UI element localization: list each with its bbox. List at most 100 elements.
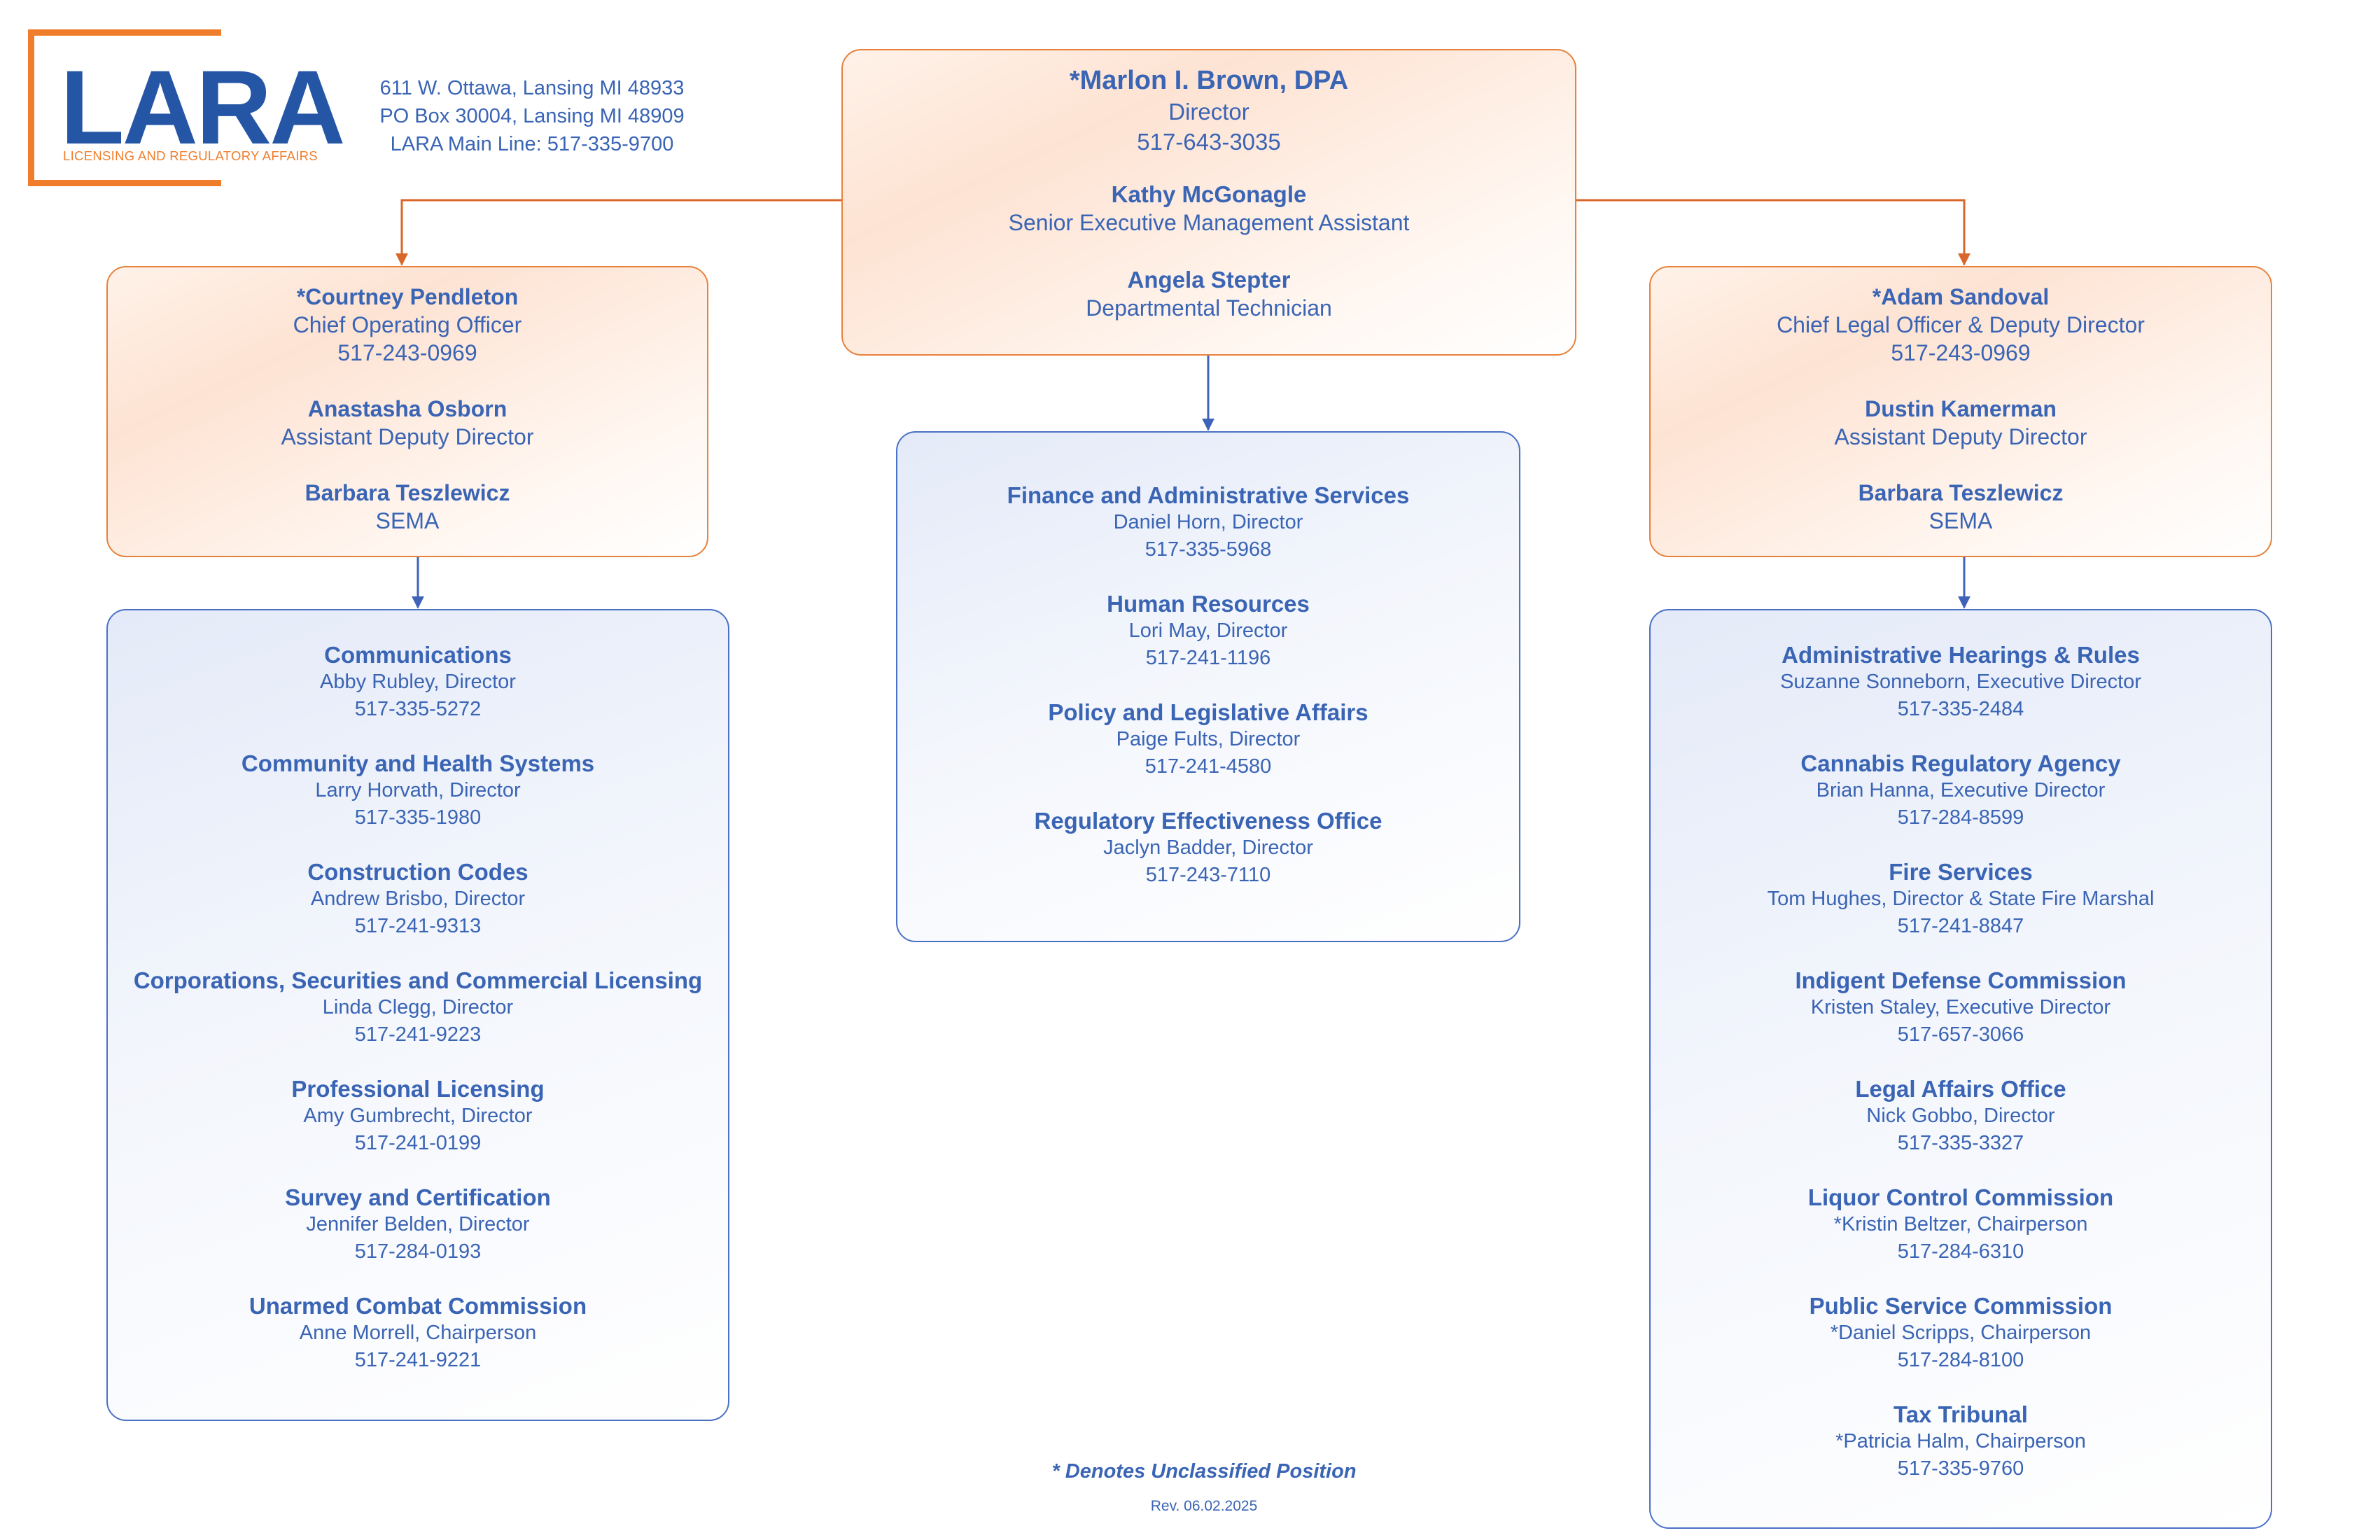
dept-head: *Patricia Halm, Chairperson bbox=[1835, 1430, 2086, 1452]
dept-head: Abby Rubley, Director bbox=[320, 671, 516, 693]
technician-title: Departmental Technician bbox=[1086, 295, 1332, 321]
dept-phone: 517-284-6310 bbox=[1897, 1240, 2024, 1263]
dept-entry: Administrative Hearings & Rules Suzanne … bbox=[1651, 641, 2271, 723]
assistant-title: Senior Executive Management Assistant bbox=[1008, 210, 1410, 235]
dept-head: Kristen Staley, Executive Director bbox=[1810, 996, 2111, 1018]
coo-box: *Courtney Pendleton Chief Operating Offi… bbox=[106, 266, 708, 557]
dept-phone: 517-284-8100 bbox=[1897, 1349, 2024, 1371]
left-departments-box: Communications Abby Rubley, Director 517… bbox=[106, 609, 729, 1421]
dept-phone: 517-241-9221 bbox=[354, 1349, 482, 1371]
dept-head: Daniel Horn, Director bbox=[1113, 511, 1303, 533]
address-block: 611 W. Ottawa, Lansing MI 48933 PO Box 3… bbox=[364, 74, 700, 158]
coo-phone: 517-243-0969 bbox=[337, 340, 477, 365]
dept-phone: 517-335-5272 bbox=[354, 698, 482, 720]
dept-name: Public Service Commission bbox=[1809, 1293, 2113, 1319]
dept-entry: Policy and Legislative Affairs Paige Ful… bbox=[897, 699, 1519, 780]
dept-head: Suzanne Sonneborn, Executive Director bbox=[1780, 671, 2141, 693]
address-line-1: 611 W. Ottawa, Lansing MI 48933 bbox=[379, 77, 685, 99]
unclassified-footnote: * Denotes Unclassified Position bbox=[1051, 1460, 1357, 1483]
right-departments-box: Administrative Hearings & Rules Suzanne … bbox=[1649, 609, 2272, 1529]
dept-head: Paige Fults, Director bbox=[1116, 728, 1301, 750]
dept-head: Jennifer Belden, Director bbox=[306, 1213, 530, 1236]
dept-entry: Public Service Commission *Daniel Scripp… bbox=[1651, 1292, 2271, 1374]
dept-name: Regulatory Effectiveness Office bbox=[1034, 808, 1382, 834]
dept-name: Professional Licensing bbox=[291, 1076, 545, 1102]
connector-director-to-clo bbox=[1575, 199, 1970, 266]
address-line-2: PO Box 30004, Lansing MI 48909 bbox=[379, 105, 685, 127]
dept-name: Human Resources bbox=[1107, 591, 1310, 617]
dept-name: Construction Codes bbox=[307, 859, 528, 885]
dept-entry: Survey and Certification Jennifer Belden… bbox=[108, 1184, 728, 1266]
dept-entry: Corporations, Securities and Commercial … bbox=[108, 967, 728, 1049]
dept-name: Liquor Control Commission bbox=[1807, 1184, 2114, 1210]
dept-phone: 517-335-2484 bbox=[1897, 698, 2024, 720]
dept-phone: 517-335-9760 bbox=[1897, 1457, 2024, 1480]
dept-name: Corporations, Securities and Commercial … bbox=[133, 967, 703, 993]
coo-deputy-title: Assistant Deputy Director bbox=[281, 424, 534, 449]
dept-head: Amy Gumbrecht, Director bbox=[303, 1105, 533, 1127]
dept-entry: Regulatory Effectiveness Office Jaclyn B… bbox=[897, 807, 1519, 889]
dept-head: Andrew Brisbo, Director bbox=[310, 888, 526, 910]
dept-entry: Professional Licensing Amy Gumbrecht, Di… bbox=[108, 1075, 728, 1157]
technician-name: Angela Stepter bbox=[1127, 267, 1291, 293]
dept-head: Anne Morrell, Chairperson bbox=[299, 1322, 537, 1344]
clo-phone: 517-243-0969 bbox=[1891, 340, 2031, 365]
assistant-name: Kathy McGonagle bbox=[1111, 181, 1307, 207]
dept-name: Survey and Certification bbox=[285, 1184, 551, 1210]
dept-phone: 517-243-7110 bbox=[1145, 864, 1271, 886]
dept-name: Finance and Administrative Services bbox=[1007, 482, 1410, 508]
dept-head: Tom Hughes, Director & State Fire Marsha… bbox=[1767, 888, 2155, 910]
dept-phone: 517-284-0193 bbox=[354, 1240, 482, 1263]
dept-phone: 517-241-4580 bbox=[1144, 755, 1272, 778]
dept-head: Jaclyn Badder, Director bbox=[1103, 836, 1313, 859]
lara-logo: LARA LICENSING AND REGULATORY AFFAIRS bbox=[28, 29, 346, 197]
dept-entry: Community and Health Systems Larry Horva… bbox=[108, 750, 728, 832]
coo-name: *Courtney Pendleton bbox=[296, 284, 519, 309]
coo-deputy-name: Anastasha Osborn bbox=[307, 396, 507, 421]
dept-entry: Unarmed Combat Commission Anne Morrell, … bbox=[108, 1292, 728, 1374]
dept-phone: 517-241-0199 bbox=[354, 1132, 482, 1154]
coo-title: Chief Operating Officer bbox=[293, 312, 522, 337]
dept-head: Linda Clegg, Director bbox=[322, 996, 514, 1018]
connector-director-to-coo bbox=[396, 199, 841, 266]
address-main-line: LARA Main Line: 517-335-9700 bbox=[390, 133, 674, 155]
dept-phone: 517-335-5968 bbox=[1144, 538, 1272, 561]
director-phone: 517-643-3035 bbox=[1137, 129, 1281, 155]
dept-head: Brian Hanna, Executive Director bbox=[1816, 779, 2106, 802]
dept-name: Fire Services bbox=[1889, 859, 2033, 885]
dept-phone: 517-241-9313 bbox=[354, 915, 482, 937]
dept-entry: Human Resources Lori May, Director 517-2… bbox=[897, 590, 1519, 672]
dept-head: Lori May, Director bbox=[1128, 620, 1288, 642]
dept-entry: Legal Affairs Office Nick Gobbo, Directo… bbox=[1651, 1075, 2271, 1157]
center-departments-box: Finance and Administrative Services Dani… bbox=[896, 431, 1520, 942]
dept-phone: 517-284-8599 bbox=[1897, 806, 2024, 829]
dept-phone: 517-241-9223 bbox=[354, 1023, 482, 1046]
dept-entry: Communications Abby Rubley, Director 517… bbox=[108, 641, 728, 723]
dept-entry: Tax Tribunal *Patricia Halm, Chairperson… bbox=[1651, 1401, 2271, 1483]
director-title: Director bbox=[1168, 99, 1250, 125]
director-box: *Marlon I. Brown, DPA Director 517-643-3… bbox=[841, 49, 1576, 356]
dept-entry: Indigent Defense Commission Kristen Stal… bbox=[1651, 967, 2271, 1049]
clo-box: *Adam Sandoval Chief Legal Officer & Dep… bbox=[1649, 266, 2272, 557]
coo-sema-name: Barbara Teszlewicz bbox=[304, 480, 510, 505]
logo-bracket bbox=[28, 29, 189, 186]
logo-tagline: LICENSING AND REGULATORY AFFAIRS bbox=[63, 148, 318, 163]
dept-name: Cannabis Regulatory Agency bbox=[1800, 750, 2121, 776]
dept-name: Community and Health Systems bbox=[241, 750, 595, 776]
director-name: *Marlon I. Brown, DPA bbox=[1069, 66, 1349, 95]
dept-head: *Daniel Scripps, Chairperson bbox=[1830, 1322, 2092, 1344]
coo-sema-title: SEMA bbox=[375, 508, 440, 533]
dept-name: Indigent Defense Commission bbox=[1795, 967, 2127, 993]
dept-phone: 517-241-1196 bbox=[1145, 647, 1271, 669]
dept-entry: Liquor Control Commission *Kristin Beltz… bbox=[1651, 1184, 2271, 1266]
clo-deputy-title: Assistant Deputy Director bbox=[1834, 424, 2087, 449]
dept-entry: Construction Codes Andrew Brisbo, Direct… bbox=[108, 858, 728, 940]
dept-entry: Cannabis Regulatory Agency Brian Hanna, … bbox=[1651, 750, 2271, 832]
clo-title: Chief Legal Officer & Deputy Director bbox=[1777, 312, 2145, 337]
revision-date: Rev. 06.02.2025 bbox=[1150, 1498, 1258, 1514]
dept-entry: Finance and Administrative Services Dani… bbox=[897, 482, 1519, 564]
dept-name: Tax Tribunal bbox=[1893, 1401, 2028, 1427]
logo-wordmark: LARA bbox=[60, 48, 346, 166]
dept-phone: 517-335-3327 bbox=[1897, 1132, 2024, 1154]
